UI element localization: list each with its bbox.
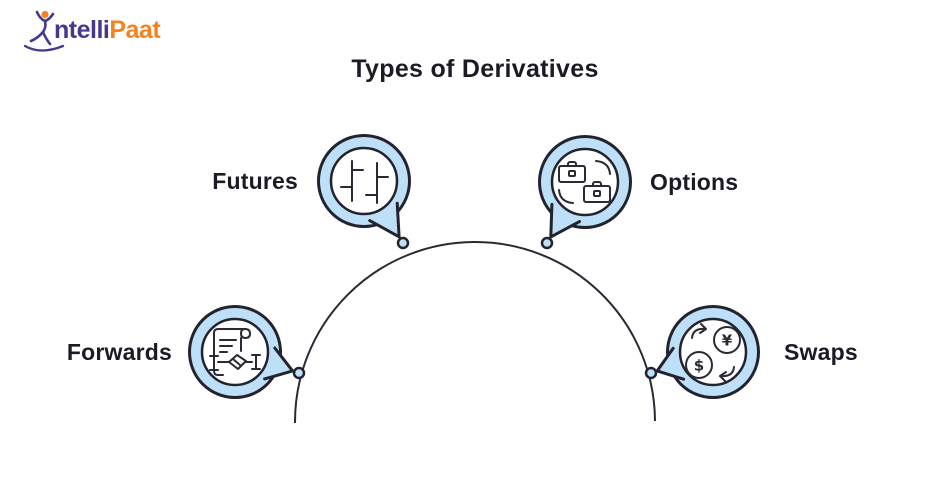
- swaps-inner-circle: [678, 317, 748, 387]
- futures-price-bars-icon: [340, 160, 389, 204]
- swaps-bubble-tail: [655, 346, 686, 381]
- forwards-bubble-tail: [263, 346, 295, 381]
- arc-connector-dot: [644, 366, 658, 380]
- logo-text-accent: Paat: [109, 16, 161, 44]
- label-swaps: Swaps: [784, 339, 858, 365]
- arc-connector-dot: [540, 236, 554, 250]
- contract-handshake-icon: [209, 328, 261, 376]
- arc-connector-dot: [292, 366, 306, 380]
- node-futures: [317, 134, 411, 250]
- logo-text-primary: ntelli: [54, 16, 110, 44]
- yen-symbol: ¥: [722, 332, 733, 350]
- futures-inner-circle: [329, 146, 399, 216]
- semicircle-arc: [293, 241, 656, 424]
- intellipaat-logo: ntelliPaat: [24, 8, 161, 56]
- label-options: Options: [650, 169, 739, 195]
- node-options: [538, 135, 632, 250]
- node-swaps: ¥ $: [644, 305, 760, 399]
- logo-wordmark: ntelliPaat: [54, 16, 161, 45]
- page-title: Types of Derivatives: [351, 55, 599, 83]
- arc-connector-dot: [396, 236, 410, 250]
- futures-bubble-tail: [368, 201, 401, 239]
- label-forwards: Forwards: [66, 339, 172, 365]
- dollar-symbol: $: [694, 357, 704, 375]
- briefcase-exchange-icon: [558, 160, 611, 204]
- currency-exchange-icon: [685, 323, 741, 382]
- leaping-person-icon: [24, 10, 65, 52]
- options-bubble-tail: [549, 202, 581, 239]
- label-futures: Futures: [212, 168, 298, 194]
- node-forwards: [188, 305, 306, 399]
